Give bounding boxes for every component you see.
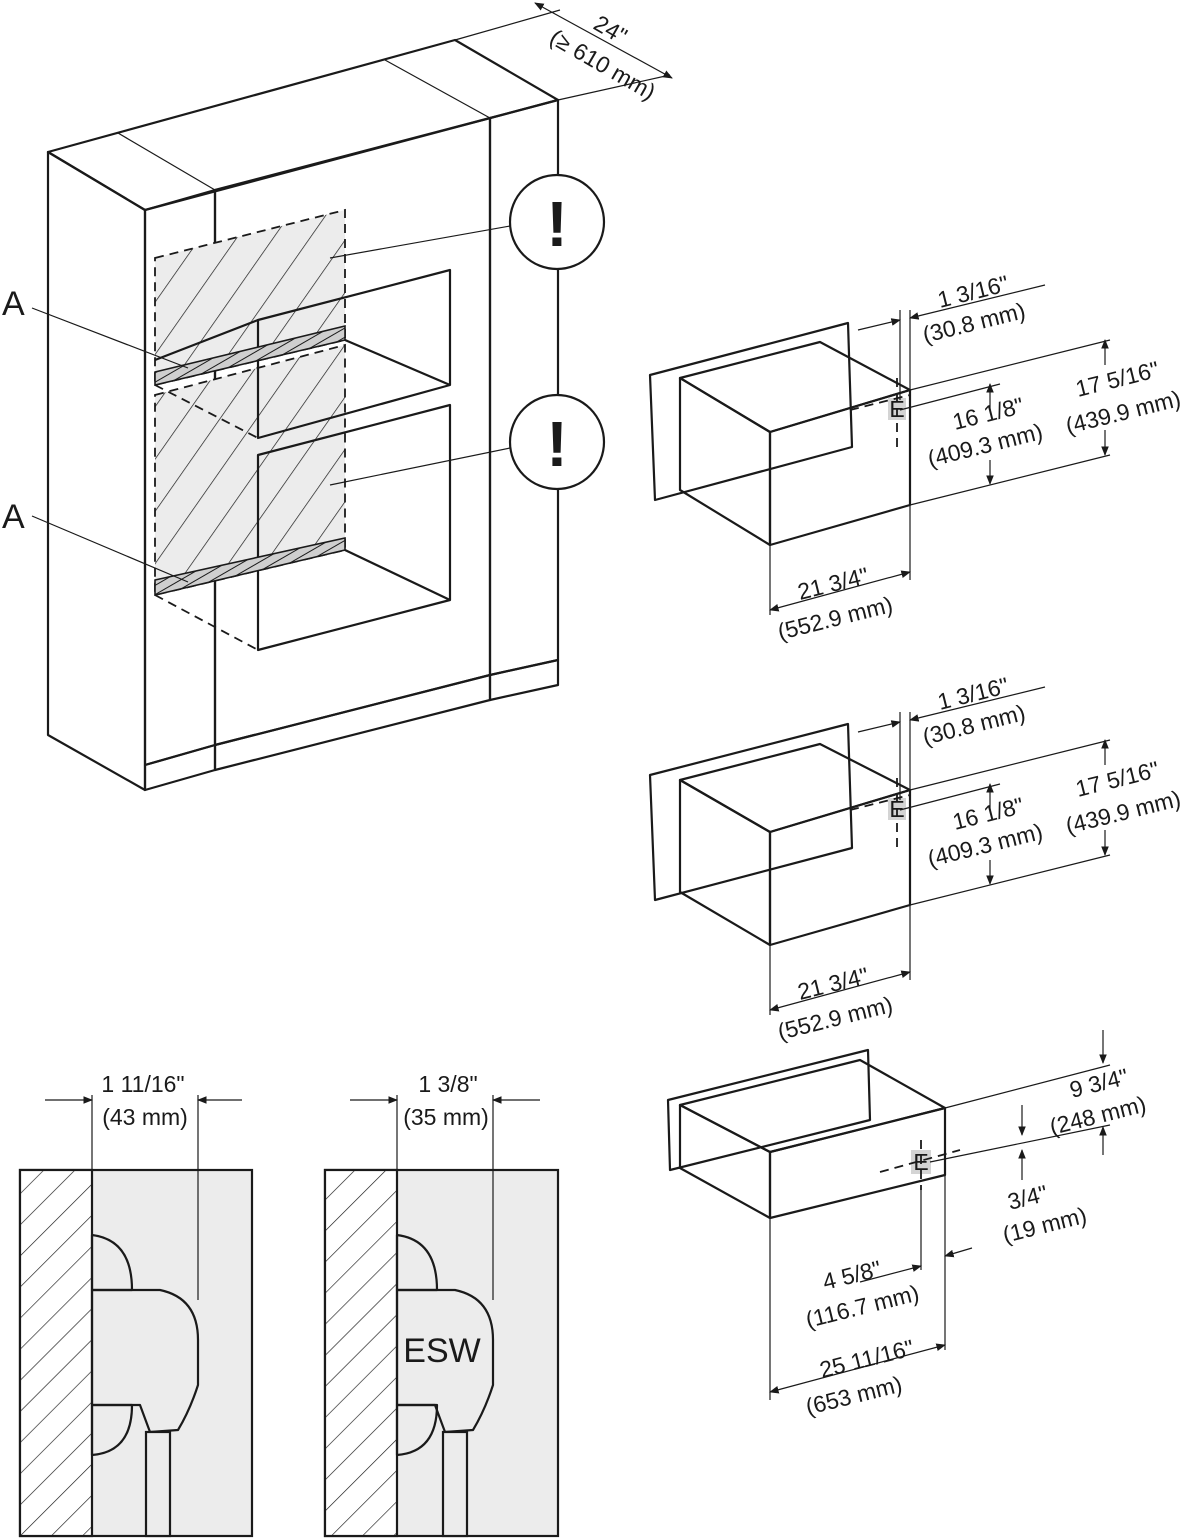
warning-icon-lower: ! xyxy=(329,393,606,491)
marker-a-upper: A xyxy=(2,285,25,323)
appliance-unit-2: E 1 3/16" (30.8 mm) 16 1/8" (409.3 mm) 1… xyxy=(648,672,1183,1045)
plug-right-clearance-mm: (35 mm) xyxy=(403,1104,489,1130)
unit1-width-mm: (552.9 mm) xyxy=(775,591,895,645)
depth-label-in: 24" xyxy=(590,10,632,49)
cabinet-drawing: 24" (≥ 610 mm) A A ! ! xyxy=(2,2,673,792)
plug-left-clearance-mm: (43 mm) xyxy=(102,1104,188,1130)
unit3-depth-in: 25 11/16" xyxy=(817,1334,916,1382)
unit1-offset-mm: (30.8 mm) xyxy=(920,297,1028,348)
warning-icon-upper: ! xyxy=(329,173,606,271)
appliance-unit-1: E 1 3/16" (30.8 mm) 16 1/8" (409.3 mm) 1… xyxy=(648,270,1183,645)
niche-lower-hatch xyxy=(154,343,346,597)
plug-detail-right: ESW 1 3/8" (35 mm) xyxy=(323,1071,560,1538)
plug-label-esw: ESW xyxy=(403,1332,480,1370)
plug-right-clearance-in: 1 3/8" xyxy=(418,1071,477,1097)
plug-detail-left: 1 11/16" (43 mm) xyxy=(18,1071,254,1538)
unit3-depth-mm: (653 mm) xyxy=(803,1371,905,1420)
vent-strip-lower xyxy=(154,537,346,597)
appliance-unit-3: E 9 3/4" (248 mm) 3/4" (19 mm) 4 5/8" (1… xyxy=(666,1030,1149,1420)
unit2-width-mm: (552.9 mm) xyxy=(775,991,895,1045)
svg-text:!: ! xyxy=(546,408,567,480)
plug-left-clearance-in: 1 11/16" xyxy=(101,1071,184,1097)
svg-text:!: ! xyxy=(546,188,567,260)
vent-strip-upper xyxy=(154,324,346,387)
unit3-height-mm: (248 mm) xyxy=(1047,1091,1149,1140)
marker-a-lower: A xyxy=(2,498,25,536)
unit3-outlet-side-mm: (116.7 mm) xyxy=(803,1280,922,1333)
unit2-offset-mm: (30.8 mm) xyxy=(920,699,1028,750)
unit3-outlet-offset-in: 3/4" xyxy=(1005,1180,1050,1215)
